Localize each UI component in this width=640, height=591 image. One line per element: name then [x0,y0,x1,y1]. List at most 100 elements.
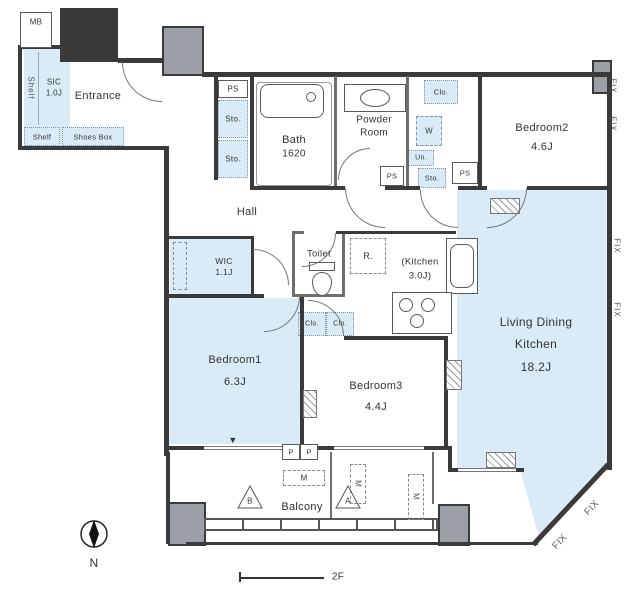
m-label-3: M [411,493,421,501]
bath-size-label: 1620 [282,148,306,160]
down-marker: ▼ [228,435,238,445]
wall-powder-right [406,76,409,186]
shoes-box-label: Shoes Box [73,132,113,142]
p-label-2: P [306,447,312,457]
fix-label-2: FIX [608,116,618,132]
front-door-arc [122,62,162,102]
refrigerator-label: R. [363,251,373,261]
wic-label: WIC [215,256,233,266]
sic-label: SIC [46,77,62,87]
toilet-bowl [312,272,332,296]
fix-label-5: FIX [582,498,602,518]
wall-wic-top [168,236,254,239]
ldk-window [458,468,516,472]
kitchen-label-2: 3.0J) [408,270,432,282]
wall-bedroom2-left [478,76,482,188]
hatch-b-label: B [247,496,253,506]
washer-label: W [425,126,433,136]
bathtub [260,84,324,118]
wall-right [607,72,612,470]
refrigerator-space [350,238,386,274]
storage-2-label: Sto. [225,154,241,164]
ps-mid-label: PS [386,171,398,181]
wall-balcony-bottom [186,542,538,545]
wall-bedroom2-bottom [527,186,612,190]
m-label-1: M [300,473,308,483]
bath-drain [306,92,316,102]
sic-shelf-divider [38,52,39,125]
storage-box-1 [218,100,248,138]
balcony-partition-2 [432,452,434,504]
bedroom3-label: Bedroom3 [349,380,403,392]
hatch-box-ldk-left [446,360,462,390]
storage-box-3 [418,168,446,188]
ldk-label-2: Kitchen [514,337,558,351]
hatch-box-ldk-bottom [486,452,516,468]
hatch-box-bedroom-wall [303,390,317,418]
compass-icon [80,520,108,548]
ldk-label-1: Living Dining [499,315,573,329]
shelf-box [24,127,60,146]
wall-hall-top-c [458,186,487,190]
wall-toilet-left [292,233,295,297]
fix-label-6: FIX [550,532,570,552]
closet-top-box [424,80,458,104]
wall-wic-right [251,236,254,296]
floor-mark-label: 2F [331,571,345,583]
ps-box-top [218,80,248,98]
floor-mark-tick [239,572,241,582]
shelf-vertical-label: Shelf [26,76,36,100]
wall-top [202,72,612,77]
bath-label: Bath [282,134,306,146]
shoes-box [62,127,124,146]
powder-room-label-2: Room [360,127,388,139]
fix-label-1: FIX [608,78,618,94]
ac-outdoor-unit-3 [408,474,424,520]
wall-entrance-bottom [18,146,168,150]
bath-door-arc [338,148,370,180]
ldk-size-label: 18.2J [520,360,552,374]
powder-sink-basin [360,89,390,107]
floor-mark-line [240,577,324,579]
kitchen-stove [392,292,452,334]
powder-door-arc [345,188,385,228]
wall-bedroom1-bedroom3 [300,294,304,448]
storage-box-2 [218,140,248,178]
hatch-a-label: A [345,496,351,506]
mb-label: MB [29,17,43,27]
toilet-tank [309,262,335,271]
wall-bath-powder [334,76,337,188]
mb-box [20,12,52,48]
ps-right-label: PS [459,168,471,178]
closet-b-label: Clo. [333,320,347,328]
wall-hall-top-a [250,186,345,190]
p-label-1: P [288,447,294,457]
stove-burner-2 [421,298,435,312]
north-label: N [89,556,99,570]
wall-ldk-balcony-connector [448,446,452,472]
ac-outdoor-unit-1 [283,470,325,486]
wic-door-arc [253,249,289,285]
wall-bedroom1-top [164,294,264,298]
evacuation-hatch-a-icon [335,484,361,509]
bath-pan-outline [256,82,332,186]
elevator-shaft [60,8,118,62]
ldk-door-arc [420,190,458,228]
balcony-railing [204,518,438,531]
hall-label: Hall [236,206,258,218]
bedroom1-window [204,446,288,450]
wall-toilet-top [292,231,304,234]
wall-shaft-connector [118,58,164,63]
wall-hall-top-b [385,186,420,190]
storage-1-label: Sto. [225,114,241,124]
kitchen-label-1: (Kitchen [401,256,439,268]
wall-balcony-left [166,452,170,544]
unit-label: Un. [415,154,427,162]
wall-entrance-left [18,45,22,150]
pillar-top-left [162,26,204,76]
bedroom3-door-arc [308,300,344,336]
ps-top-label: PS [227,84,239,94]
wall-bath-left [250,76,254,190]
wic-size-label: 1.1J [215,267,233,277]
